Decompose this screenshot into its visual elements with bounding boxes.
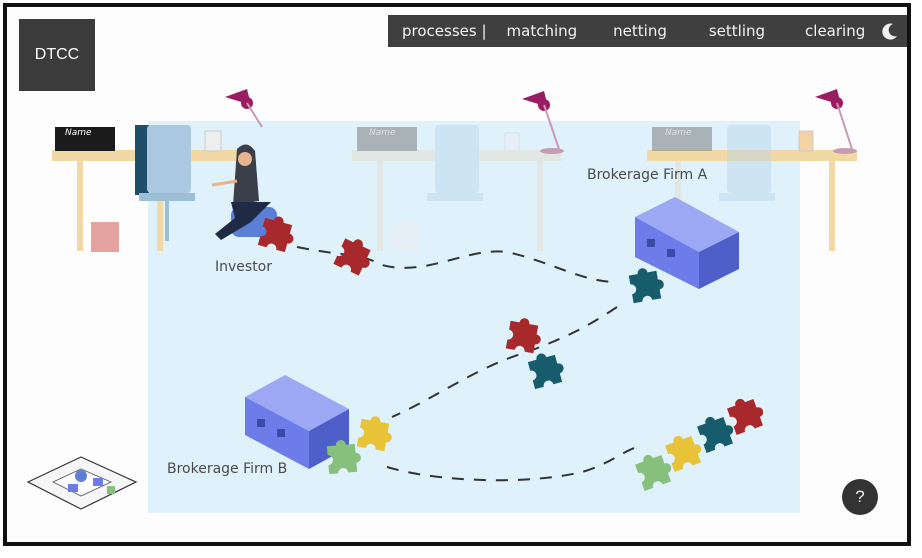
building-firm-a-icon bbox=[635, 197, 739, 289]
lamp-icon bbox=[225, 89, 857, 154]
minimap-icon[interactable] bbox=[23, 452, 141, 514]
nav-processes[interactable]: processes | bbox=[402, 22, 487, 40]
firm-b-label: Brokerage Firm B bbox=[167, 461, 288, 477]
nav-settling[interactable]: settling bbox=[708, 22, 766, 40]
moon-icon[interactable] bbox=[880, 21, 900, 41]
desk-name-card: Name bbox=[665, 128, 692, 138]
nav-netting[interactable]: netting bbox=[613, 22, 667, 40]
desk-name-card: Name bbox=[369, 128, 396, 138]
investor-label: Investor bbox=[215, 259, 273, 275]
dtcc-logo[interactable]: DTCC bbox=[19, 19, 95, 91]
investor-figure bbox=[211, 144, 277, 240]
nav-matching[interactable]: matching bbox=[506, 22, 578, 40]
desk-middle bbox=[352, 125, 562, 252]
help-button[interactable]: ? bbox=[842, 479, 878, 515]
desk-left bbox=[52, 125, 252, 252]
desk-name-card: Name bbox=[65, 128, 92, 138]
top-nav: processes | matching netting settling cl… bbox=[388, 15, 907, 47]
firm-a-label: Brokerage Firm A bbox=[587, 167, 708, 183]
building-firm-b-icon bbox=[245, 375, 349, 469]
nav-clearing[interactable]: clearing bbox=[805, 22, 866, 40]
scene-canvas bbox=[52, 89, 857, 513]
app-frame: Name Name Name DTCC processes | matching… bbox=[3, 3, 911, 546]
